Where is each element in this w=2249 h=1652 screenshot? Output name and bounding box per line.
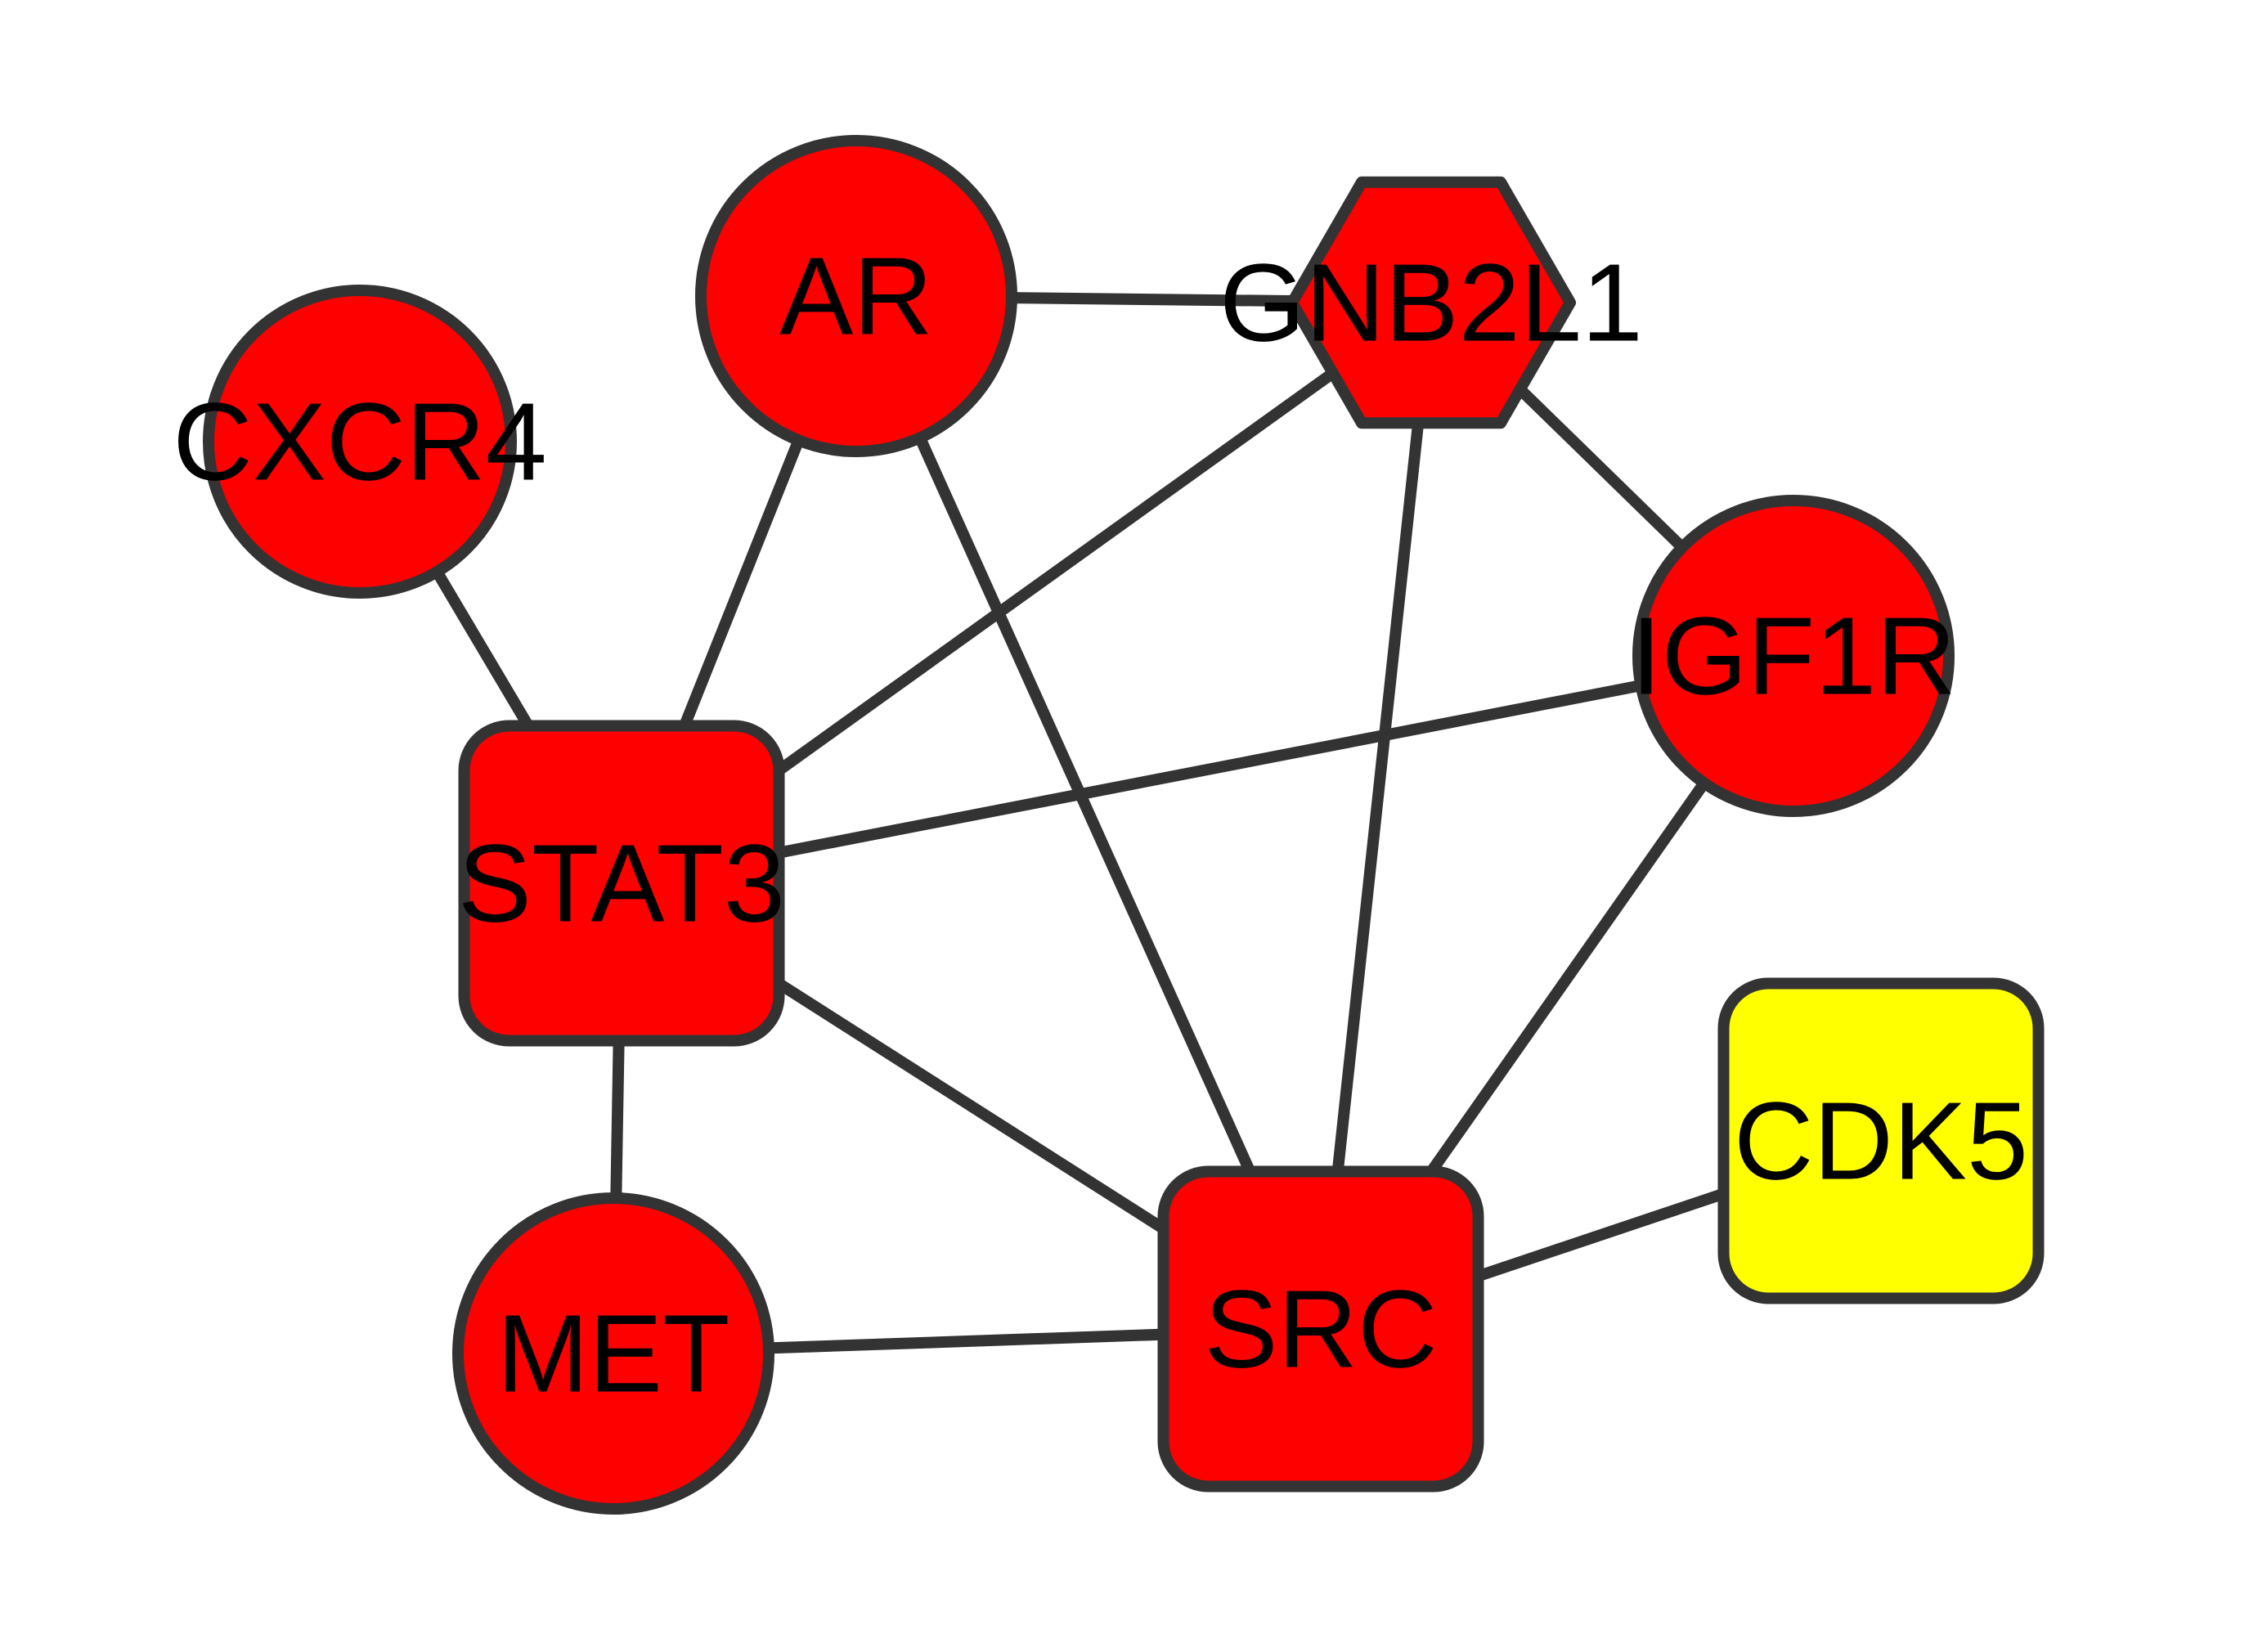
node-label-igf1r: IGF1R — [1631, 595, 1956, 718]
node-stat3: STAT3 — [458, 720, 785, 1047]
node-shape-igf1r — [1632, 495, 1955, 817]
node-igf1r: IGF1R — [1631, 495, 1956, 817]
node-gnb2l1: GNB2L1 — [1219, 176, 1643, 429]
node-label-src: SRC — [1204, 1268, 1437, 1391]
node-shape-gnb2l1 — [1286, 176, 1576, 429]
node-shape-cxcr4 — [203, 285, 517, 599]
edge-ar-src — [851, 294, 1327, 1331]
node-shape-met — [452, 1192, 774, 1515]
node-shape-stat3 — [458, 720, 785, 1047]
edge-igf1r-stat3 — [620, 650, 1795, 889]
node-label-gnb2l1: GNB2L1 — [1219, 241, 1643, 365]
node-label-ar: AR — [779, 235, 933, 358]
node-label-stat3: STAT3 — [458, 822, 785, 945]
node-ar: AR — [695, 135, 1017, 457]
node-cdk5: CDK5 — [1717, 977, 2045, 1304]
node-cxcr4: CXCR4 — [173, 285, 547, 599]
node-label-met: MET — [497, 1292, 730, 1416]
edge-gnb2l1-src — [1315, 302, 1437, 1330]
node-shape-cdk5 — [1717, 977, 2045, 1304]
node-label-cdk5: CDK5 — [1734, 1080, 2028, 1203]
node-met: MET — [452, 1192, 774, 1515]
node-src: SRC — [1157, 1165, 1484, 1493]
node-label-cxcr4: CXCR4 — [173, 380, 547, 504]
node-shape-src — [1157, 1165, 1484, 1493]
node-shape-ar — [695, 135, 1017, 457]
